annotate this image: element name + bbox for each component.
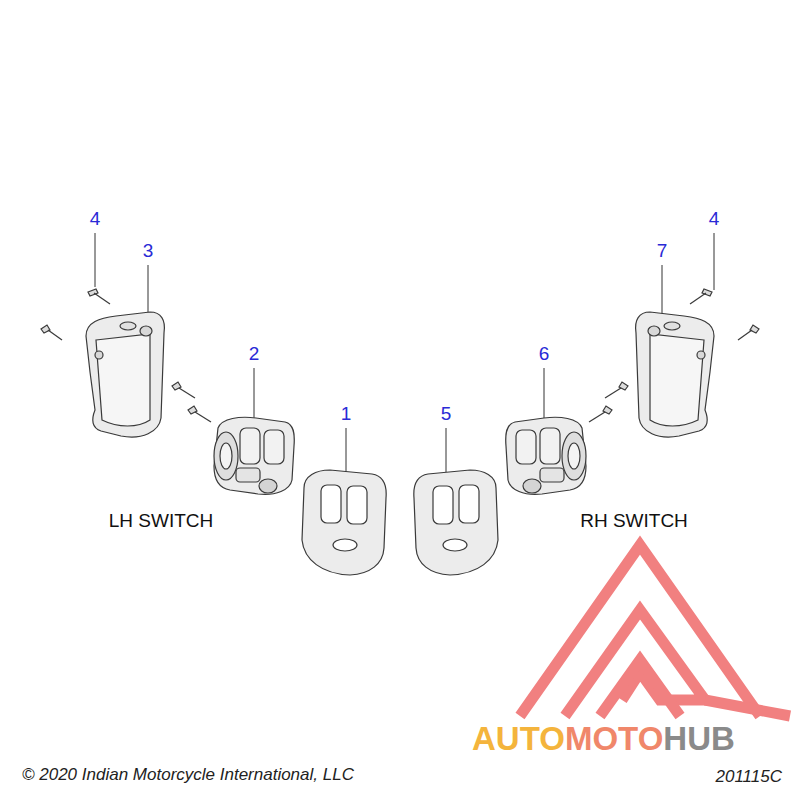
watermark-text: HUB — [663, 722, 735, 755]
callout-number: 1 — [341, 404, 352, 423]
watermark: AUTOMOTOHUB — [472, 722, 735, 755]
copyright-note: © 2020 Indian Motorcycle International, … — [22, 766, 354, 783]
callout-number: 4 — [90, 209, 101, 228]
group-label: RH SWITCH — [580, 511, 688, 530]
watermark-text: MOTO — [565, 722, 663, 755]
rh-switch-parts — [414, 289, 759, 575]
callout-number: 2 — [249, 344, 260, 363]
watermark-text: AUTO — [472, 722, 565, 755]
callout-number: 5 — [441, 404, 452, 423]
logo-mark — [520, 545, 790, 716]
figure-code: 201115C — [716, 768, 782, 785]
callout-number: 4 — [709, 209, 720, 228]
lh-switch-parts — [41, 289, 386, 575]
group-label: LH SWITCH — [109, 511, 214, 530]
callout-number: 3 — [143, 241, 154, 260]
leader-lines — [95, 233, 714, 472]
callout-number: 7 — [657, 241, 668, 260]
callout-number: 6 — [539, 344, 550, 363]
